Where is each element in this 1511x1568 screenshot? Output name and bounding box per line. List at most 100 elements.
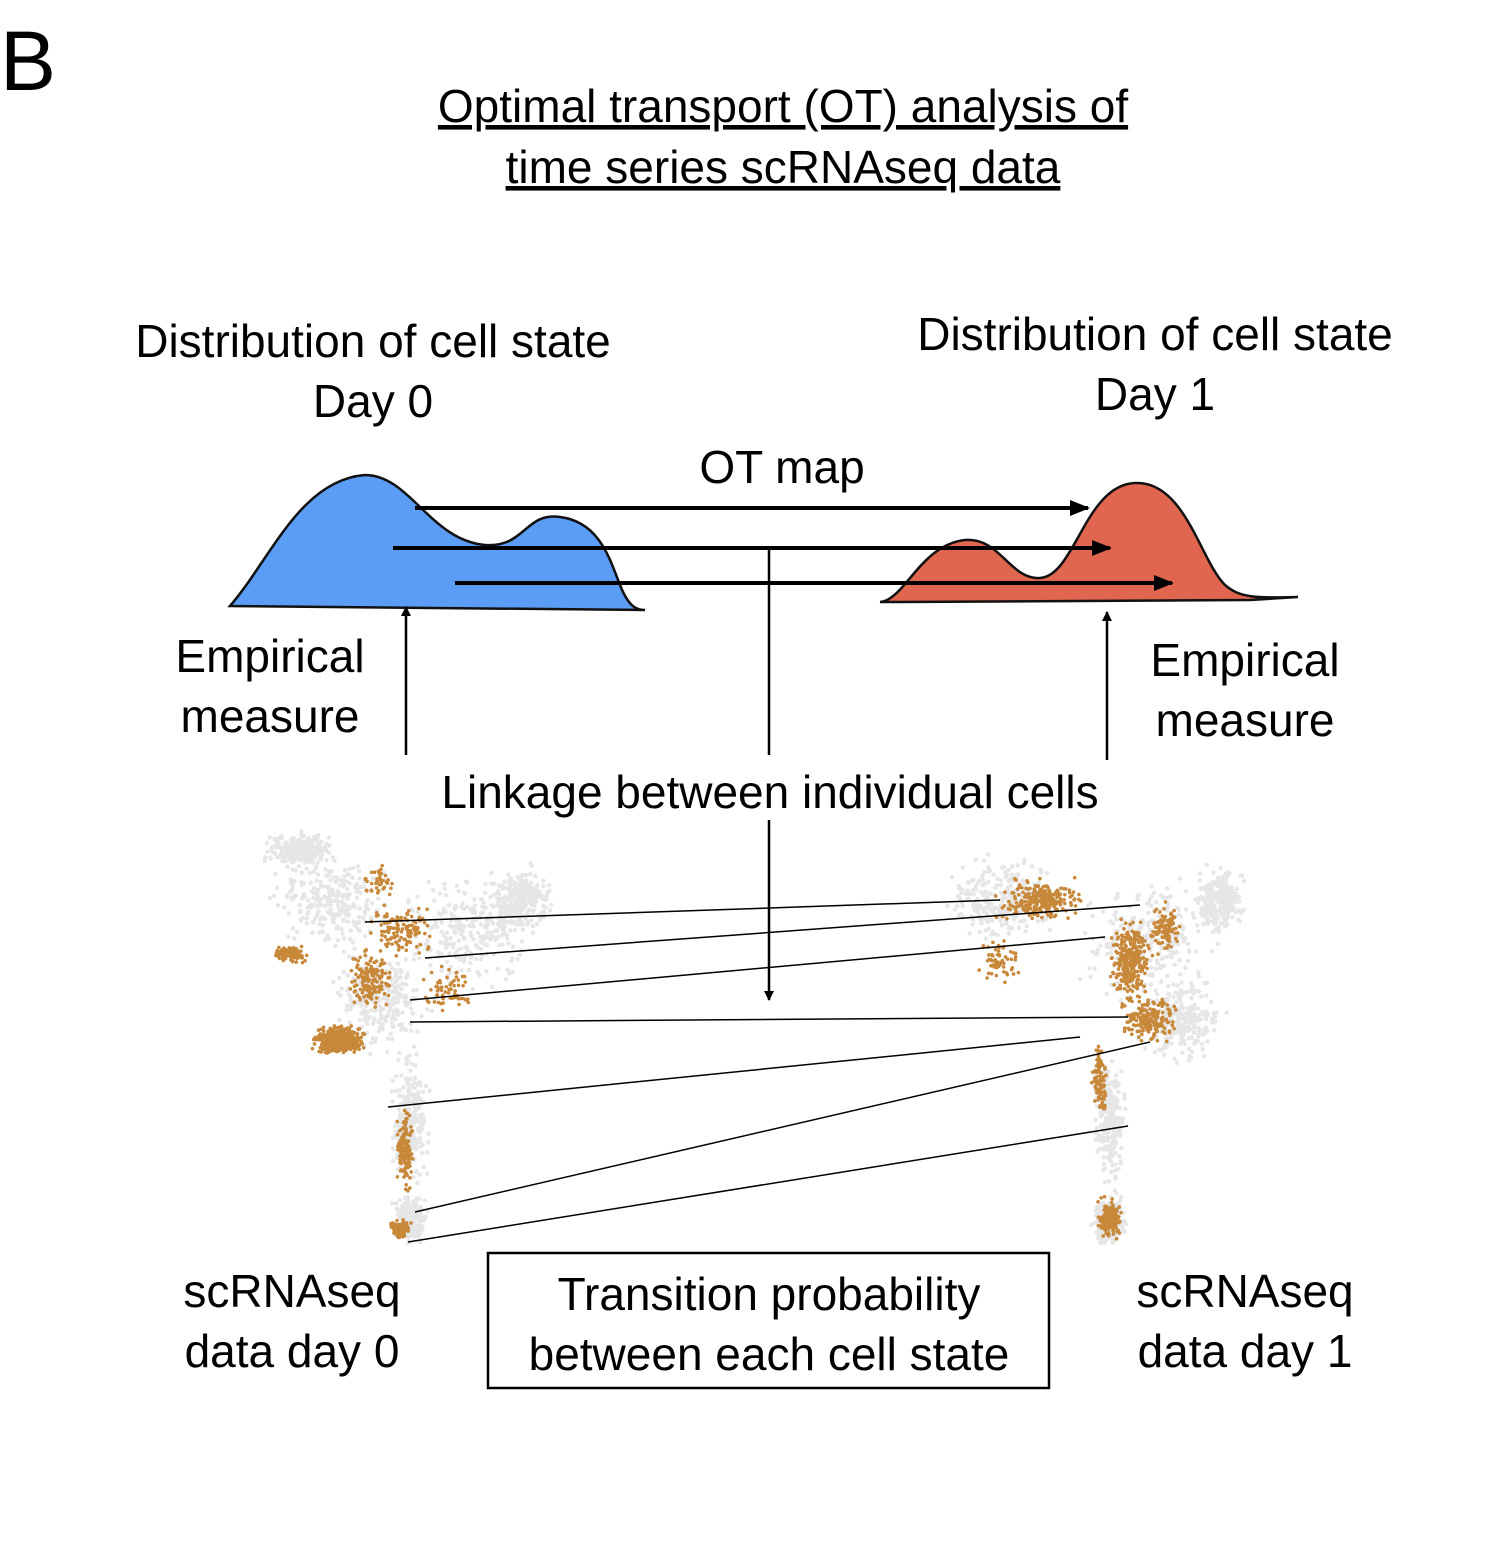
background-cell — [357, 928, 363, 933]
background-cell — [546, 882, 552, 888]
cell-point — [344, 1048, 348, 1053]
background-cell — [492, 929, 497, 934]
background-cell — [983, 928, 988, 933]
cell-point — [423, 931, 427, 936]
background-cell — [418, 1083, 423, 1088]
cell-point — [395, 1174, 400, 1179]
cell-point — [1142, 984, 1146, 989]
background-cell — [410, 1143, 416, 1149]
background-cell — [397, 975, 402, 981]
cell-point — [1026, 907, 1031, 911]
cell-point — [336, 1041, 341, 1046]
background-cell — [1113, 1150, 1118, 1156]
background-cell — [370, 1035, 375, 1041]
background-cell — [284, 894, 290, 900]
background-cell — [529, 895, 535, 900]
background-cell — [318, 848, 323, 854]
cell-point — [1032, 906, 1037, 911]
background-cell — [466, 967, 472, 973]
cell-point — [363, 949, 367, 953]
background-cell — [503, 976, 509, 982]
cell-point — [357, 1043, 362, 1047]
background-cell — [1218, 903, 1223, 908]
background-cell — [1112, 913, 1117, 918]
background-cell — [411, 1132, 416, 1138]
background-cell — [308, 880, 313, 886]
background-cell — [421, 1164, 426, 1170]
background-cell — [1189, 980, 1194, 986]
day1-empirical-label-1: Empirical — [1150, 634, 1339, 686]
background-cell — [457, 957, 463, 963]
cell-point — [1052, 914, 1057, 919]
cell-point — [312, 1042, 317, 1046]
background-cell — [289, 845, 294, 851]
background-cell — [1158, 966, 1163, 971]
background-cell — [475, 970, 480, 975]
cell-point — [320, 1040, 325, 1045]
cell-point — [395, 915, 400, 919]
cell-point — [385, 929, 390, 933]
background-cell — [389, 1016, 394, 1022]
cell-point — [466, 1000, 471, 1005]
background-cell — [456, 938, 461, 943]
background-cell — [1024, 923, 1029, 929]
cell-point — [299, 944, 304, 949]
background-cell — [1173, 990, 1178, 995]
cell-point — [275, 948, 280, 953]
cell-point — [334, 1049, 339, 1054]
background-cell — [1104, 1117, 1109, 1123]
background-cell — [346, 992, 352, 998]
background-cell — [310, 920, 316, 925]
background-cell — [393, 1129, 398, 1134]
background-cell — [375, 896, 381, 901]
background-cell — [340, 931, 345, 936]
background-cell — [341, 969, 346, 975]
background-cell — [419, 1014, 424, 1019]
background-cell — [1239, 910, 1244, 916]
background-cell — [448, 964, 453, 969]
cell-point — [425, 999, 430, 1003]
background-cell — [1187, 1054, 1192, 1059]
background-cell — [414, 1196, 419, 1202]
background-cell — [416, 1128, 421, 1133]
background-cell — [1210, 949, 1215, 954]
cell-point — [350, 1038, 354, 1042]
background-cell — [1191, 1030, 1197, 1035]
background-cell — [461, 959, 467, 964]
background-cell — [1103, 1146, 1108, 1152]
background-cell — [1108, 1150, 1114, 1156]
background-cell — [522, 904, 528, 910]
cell-point — [1077, 892, 1081, 897]
background-cell — [520, 872, 525, 878]
background-cell — [1217, 875, 1222, 881]
cell-point — [457, 1002, 461, 1007]
cell-point — [445, 975, 449, 980]
background-cell — [1016, 925, 1022, 930]
cell-point — [1028, 900, 1032, 905]
background-cell — [1114, 917, 1119, 922]
background-cell — [1100, 909, 1106, 914]
background-cell — [362, 909, 367, 914]
background-cell — [342, 892, 348, 897]
cell-point — [1034, 897, 1038, 902]
background-cell — [488, 930, 494, 935]
cell-point — [385, 881, 390, 885]
background-cell — [1197, 871, 1203, 876]
background-cell — [1146, 910, 1151, 916]
cell-point — [432, 1000, 437, 1004]
cell-point — [1037, 893, 1042, 898]
background-cell — [1164, 973, 1170, 979]
background-cell — [357, 890, 363, 896]
background-cell — [1179, 980, 1184, 985]
background-cell — [399, 986, 404, 992]
background-cell — [348, 998, 353, 1003]
background-cell — [1014, 872, 1019, 877]
background-cell — [1089, 1222, 1094, 1227]
ot-map-label: OT map — [699, 441, 864, 493]
background-cell — [357, 876, 362, 881]
cell-point — [321, 1025, 326, 1030]
background-cell — [390, 1099, 395, 1104]
cell-point — [385, 912, 389, 916]
background-cell — [331, 979, 336, 985]
cell-point — [1025, 878, 1029, 883]
